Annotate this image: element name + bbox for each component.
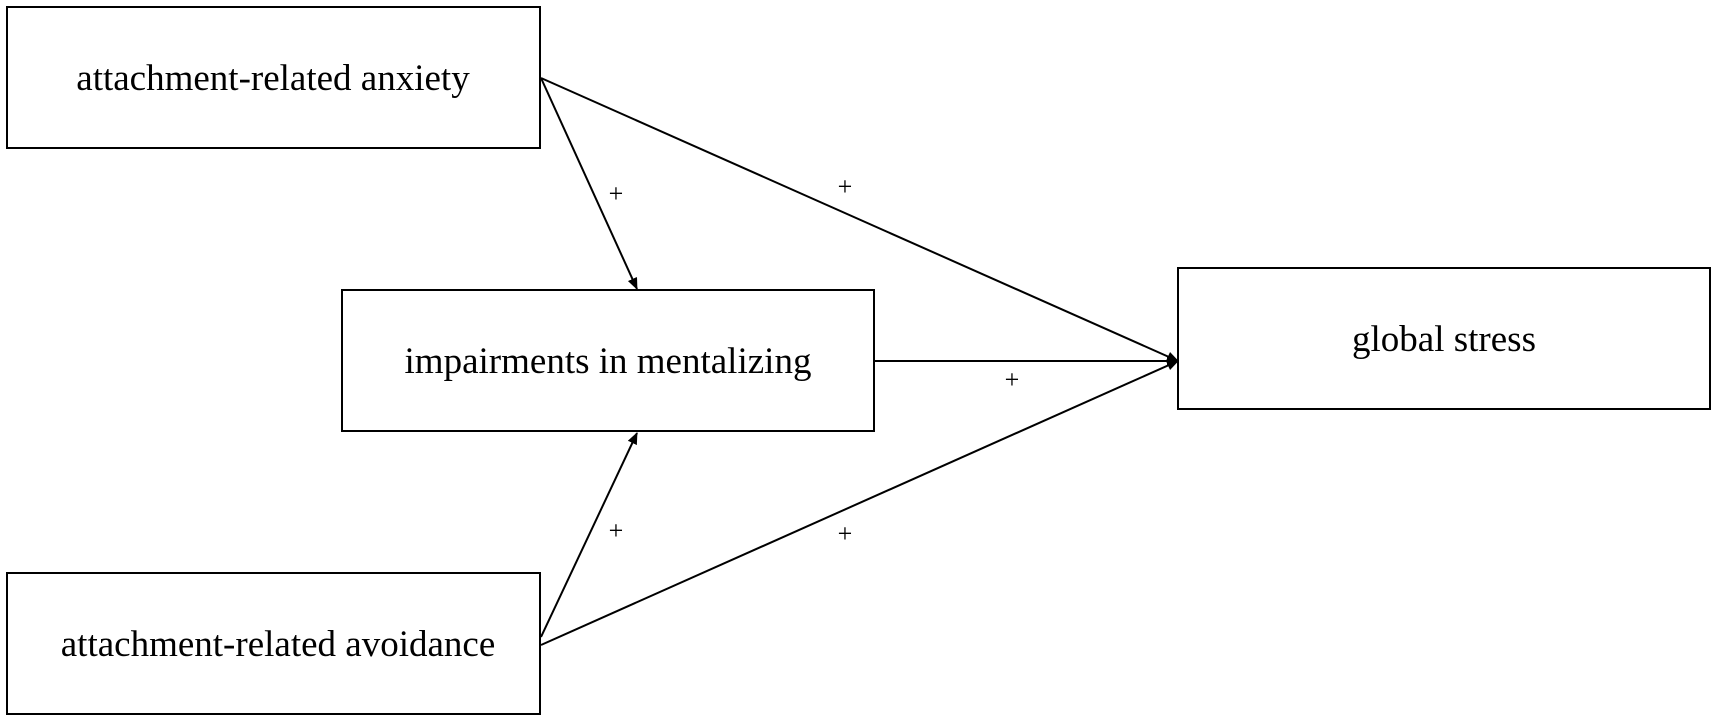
edge-avoidance-to-mentalizing bbox=[540, 432, 638, 638]
edge-avoidance-to-stress bbox=[540, 360, 1179, 646]
edge-sign-mentalizing-to-stress: + bbox=[1005, 365, 1020, 394]
node-attachment-anxiety: attachment-related anxiety bbox=[6, 6, 541, 149]
node-label: global stress bbox=[1352, 319, 1536, 360]
edge-sign-avoidance-to-stress: + bbox=[838, 519, 853, 548]
edge-anxiety-to-stress bbox=[540, 77, 1179, 362]
node-label: attachment-related avoidance bbox=[61, 624, 496, 665]
edge-sign-anxiety-to-mentalizing: + bbox=[609, 179, 624, 208]
node-box bbox=[1177, 267, 1711, 410]
node-box bbox=[341, 289, 875, 432]
node-impairments-mentalizing: impairments in mentalizing bbox=[341, 289, 875, 432]
node-box bbox=[6, 6, 541, 149]
node-global-stress: global stress bbox=[1177, 267, 1711, 410]
node-attachment-avoidance: attachment-related avoidance bbox=[6, 572, 541, 715]
edge-anxiety-to-mentalizing bbox=[540, 77, 638, 290]
edge-sign-anxiety-to-stress: + bbox=[838, 172, 853, 201]
edge-sign-avoidance-to-mentalizing: + bbox=[609, 516, 624, 545]
node-label: attachment-related anxiety bbox=[76, 58, 470, 99]
node-box bbox=[6, 572, 541, 715]
node-label: impairments in mentalizing bbox=[405, 341, 812, 382]
